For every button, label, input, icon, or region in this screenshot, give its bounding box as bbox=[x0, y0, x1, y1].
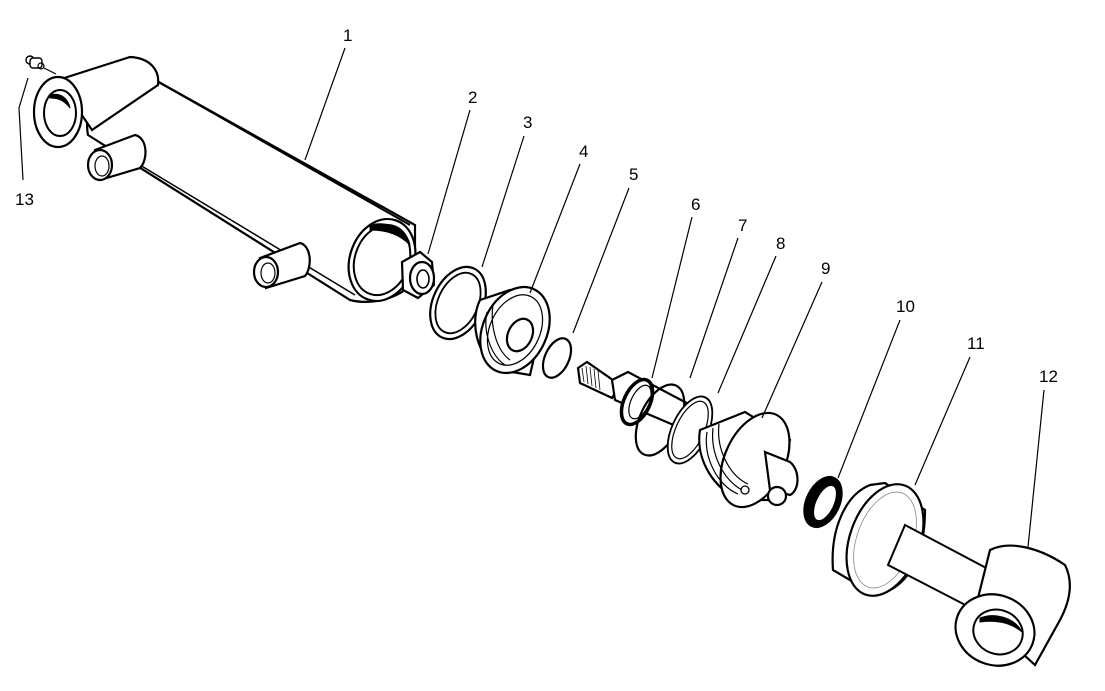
part-piston bbox=[474, 285, 551, 377]
leader-7 bbox=[689, 237, 739, 379]
callout-8: 8 bbox=[776, 234, 785, 253]
leader-1 bbox=[304, 47, 346, 161]
leader-9 bbox=[761, 281, 823, 419]
leader-5 bbox=[572, 187, 630, 334]
part-grease-fitting bbox=[25, 55, 57, 75]
callout-6: 6 bbox=[691, 195, 700, 214]
leader-11 bbox=[914, 356, 971, 486]
part-o-ring-5 bbox=[541, 337, 573, 379]
leader-10 bbox=[837, 319, 901, 479]
leader-2 bbox=[427, 109, 471, 255]
leader-12 bbox=[1027, 389, 1045, 548]
leader-3 bbox=[481, 135, 525, 268]
part-piston-rod bbox=[886, 523, 1072, 667]
leader-6 bbox=[651, 216, 693, 379]
callout-12: 12 bbox=[1039, 367, 1058, 386]
callout-labels: 1 2 3 4 5 6 7 8 9 10 11 12 13 bbox=[15, 26, 1058, 386]
callout-10: 10 bbox=[896, 297, 915, 316]
callout-5: 5 bbox=[629, 165, 638, 184]
leader-4 bbox=[529, 163, 581, 294]
callout-7: 7 bbox=[738, 216, 747, 235]
callout-11: 11 bbox=[967, 334, 985, 353]
part-cylinder-barrel bbox=[32, 55, 417, 303]
part-wiper-seal bbox=[803, 475, 843, 529]
leader-13 bbox=[18, 77, 29, 181]
callout-2: 2 bbox=[468, 88, 477, 107]
part-nut bbox=[400, 250, 436, 300]
callout-1: 1 bbox=[343, 26, 352, 45]
leader-8 bbox=[717, 255, 777, 394]
part-gland bbox=[698, 410, 799, 509]
leader-lines bbox=[18, 47, 1045, 548]
callout-4: 4 bbox=[579, 142, 588, 161]
callout-9: 9 bbox=[821, 259, 830, 278]
callout-13: 13 bbox=[15, 190, 34, 209]
callout-3: 3 bbox=[523, 113, 532, 132]
part-seal-6 bbox=[619, 377, 655, 427]
